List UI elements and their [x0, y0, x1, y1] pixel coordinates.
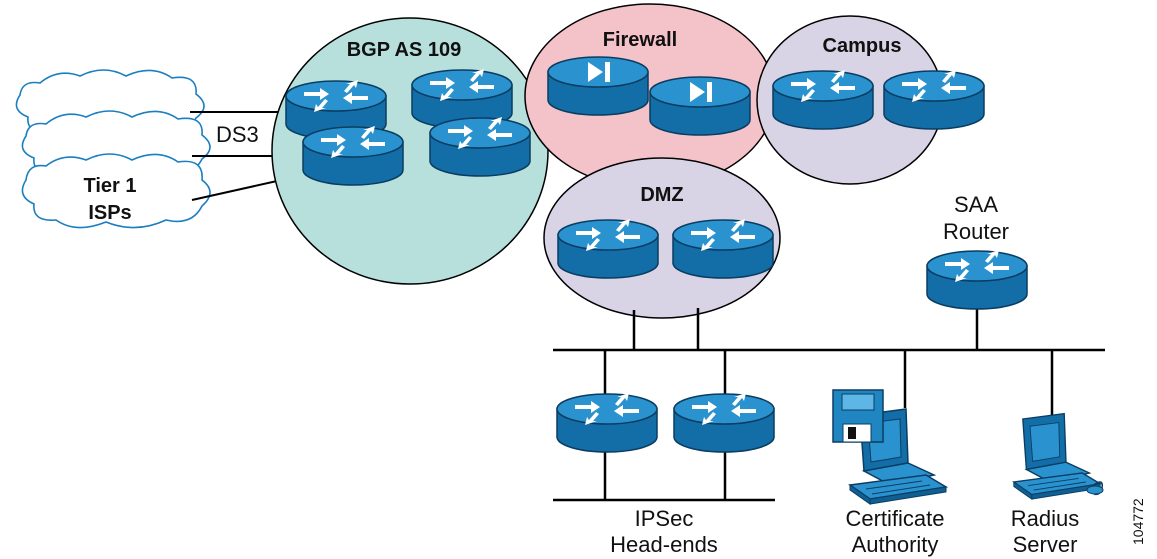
campus-router-icon [772, 69, 874, 130]
saa-label-line2: Router [943, 219, 1009, 244]
ipsec-router-icon [673, 392, 775, 453]
firewall-icon [547, 56, 649, 116]
ca-label-line2: Authority [852, 532, 939, 557]
saa-label-line1: SAA [954, 192, 998, 217]
firewall-icon [649, 76, 751, 136]
dmz-router-icon [672, 218, 774, 279]
isp-cloud [15, 69, 211, 229]
ipsec-label-line2: Head-ends [610, 532, 718, 557]
saa-router-icon [926, 249, 1028, 310]
ipsec-router-icon [556, 392, 658, 453]
figure-id: 104772 [1130, 498, 1146, 545]
dmz-router-icon [557, 218, 659, 279]
dmz-zone-label: DMZ [640, 184, 683, 206]
isp-label-line2: ISPs [88, 202, 131, 224]
radius-server-icon [1013, 412, 1104, 500]
ds3-links [190, 111, 287, 201]
certificate-authority-icon [832, 389, 947, 505]
bgp-zone-label: BGP AS 109 [347, 39, 462, 61]
bgp-router-icon [302, 125, 404, 186]
firewall-zone-label: Firewall [603, 29, 677, 51]
campus-router-icon [883, 69, 985, 130]
ds3-label: DS3 [216, 122, 259, 147]
ipsec-label-line1: IPSec [635, 506, 694, 531]
radius-label-line2: Server [1013, 532, 1078, 557]
radius-label-line1: Radius [1011, 506, 1079, 531]
campus-zone-label: Campus [823, 35, 902, 57]
bgp-router-icon [429, 116, 531, 177]
ca-label-line1: Certificate [845, 506, 944, 531]
isp-label-line1: Tier 1 [84, 175, 137, 197]
